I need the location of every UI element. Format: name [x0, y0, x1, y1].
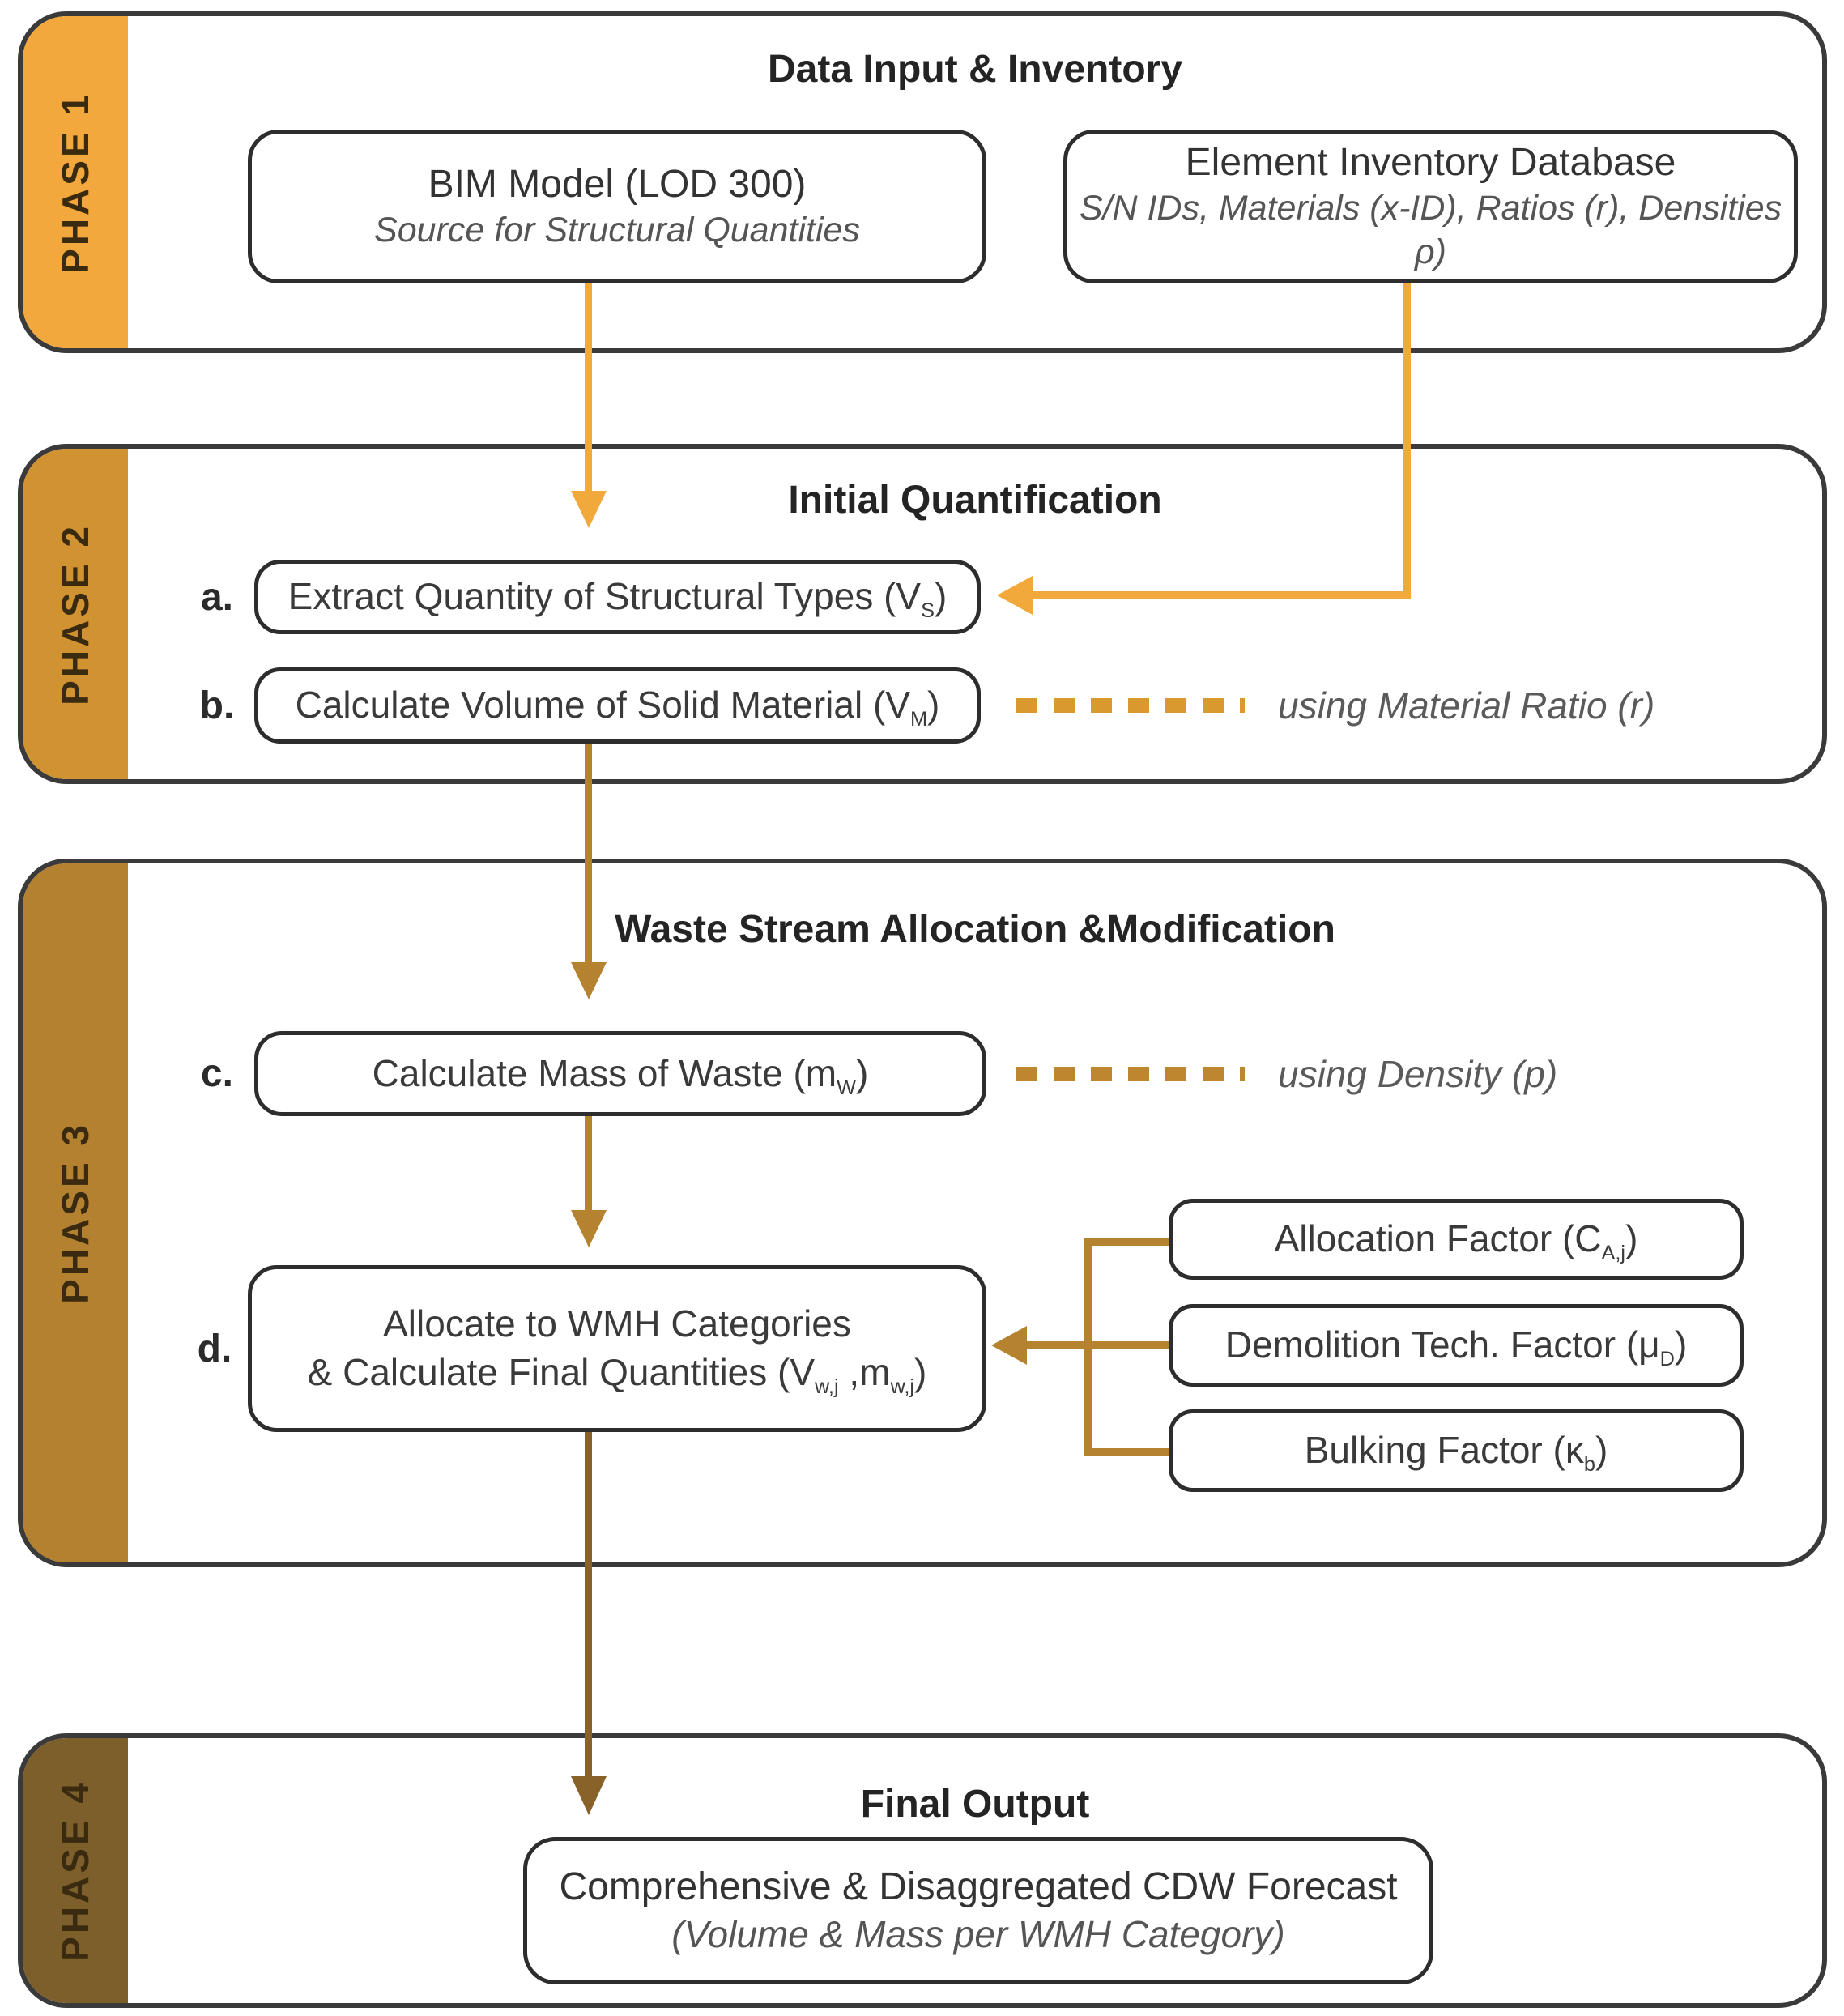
- arrow-inventory-horizontal: [1025, 591, 1411, 599]
- phase2-label: PHASE 2: [54, 522, 96, 705]
- phase2-title: Initial Quantification: [788, 479, 1162, 522]
- annotation-material-ratio: using Material Ratio (r): [1278, 684, 1655, 727]
- step-a-text: Extract Quantity of Structural Types (VS…: [287, 575, 948, 623]
- arrow-inventory-head: [997, 576, 1033, 615]
- arrow-d-to-output-head: [571, 1776, 607, 1815]
- cdw-forecast-box: Comprehensive & Disaggregated CDW Foreca…: [523, 1837, 1433, 1984]
- bim-model-title: BIM Model (LOD 300): [428, 163, 807, 207]
- phase3-title: Waste Stream Allocation &Modification: [615, 908, 1335, 951]
- arrow-b-to-c-shaft: [585, 744, 592, 964]
- phase2-sidebar: PHASE 2: [23, 449, 128, 779]
- annotation-density: using Density (p): [1278, 1053, 1558, 1095]
- bim-model-subtitle: Source for Structural Quantities: [374, 211, 860, 250]
- step-d-line1: Allocate to WMH Categories: [383, 1302, 851, 1345]
- arrow-factors-to-d-head: [991, 1326, 1027, 1365]
- step-a-label: a.: [200, 576, 234, 619]
- arrow-factors-to-d-shaft: [1020, 1341, 1085, 1349]
- step-a-box: Extract Quantity of Structural Types (VS…: [254, 560, 981, 634]
- step-c-box: Calculate Mass of Waste (mW): [254, 1031, 986, 1116]
- bulking-factor-text: Bulking Factor (κb): [1304, 1429, 1608, 1477]
- element-inventory-box: Element Inventory Database S/N IDs, Mate…: [1063, 130, 1798, 283]
- step-b-box: Calculate Volume of Solid Material (VM): [254, 667, 981, 744]
- phase3-sidebar: PHASE 3: [23, 863, 128, 1562]
- phase1-label: PHASE 1: [54, 91, 96, 274]
- arrow-c-to-d-head: [571, 1210, 607, 1247]
- step-d-label: d.: [197, 1328, 232, 1370]
- allocation-factor-text: Allocation Factor (CA,j): [1274, 1217, 1638, 1265]
- step-d-box: Allocate to WMH Categories & Calculate F…: [248, 1265, 986, 1432]
- dotted-line-density: [1016, 1067, 1245, 1081]
- step-c-text: Calculate Mass of Waste (mW): [372, 1051, 869, 1099]
- bulking-factor-box: Bulking Factor (κb): [1169, 1409, 1744, 1492]
- bim-model-box: BIM Model (LOD 300) Source for Structura…: [248, 130, 986, 283]
- step-c-label: c.: [200, 1052, 234, 1095]
- phase4-label: PHASE 4: [54, 1779, 96, 1962]
- phase4-title: Final Output: [860, 1783, 1090, 1826]
- cdw-forecast-subtitle: (Volume & Mass per WMH Category): [671, 1913, 1285, 1956]
- arrow-b-to-c-head: [571, 962, 607, 999]
- step-d-line2: & Calculate Final Quantities (Vw,j ,mw,j…: [307, 1351, 927, 1399]
- arrow-c-to-d-shaft: [585, 1116, 592, 1212]
- arrow-bim-to-a-shaft: [585, 283, 592, 496]
- phase1-sidebar: PHASE 1: [23, 16, 128, 348]
- factor-bracket-stub-1: [1084, 1238, 1169, 1246]
- cdw-forecast-title: Comprehensive & Disaggregated CDW Foreca…: [559, 1865, 1398, 1909]
- factor-bracket-stub-3: [1084, 1448, 1169, 1456]
- arrow-d-to-output-shaft: [585, 1432, 592, 1778]
- phase3-label: PHASE 3: [54, 1122, 96, 1304]
- factor-bracket-stub-2: [1084, 1341, 1169, 1349]
- element-inventory-subtitle: S/N IDs, Materials (x-ID), Ratios (r), D…: [1079, 189, 1782, 271]
- dotted-line-material-ratio: [1016, 698, 1245, 713]
- allocation-factor-box: Allocation Factor (CA,j): [1169, 1199, 1744, 1280]
- step-b-label: b.: [199, 684, 235, 727]
- demolition-factor-box: Demolition Tech. Factor (μD): [1169, 1304, 1744, 1387]
- arrow-bim-to-a-head: [571, 491, 607, 528]
- phase1-title: Data Input & Inventory: [767, 48, 1183, 91]
- arrow-inventory-vertical: [1403, 283, 1411, 599]
- element-inventory-title: Element Inventory Database: [1185, 141, 1676, 185]
- step-b-text: Calculate Volume of Solid Material (VM): [295, 684, 940, 731]
- demolition-factor-text: Demolition Tech. Factor (μD): [1224, 1323, 1688, 1371]
- phase4-sidebar: PHASE 4: [23, 1738, 128, 2003]
